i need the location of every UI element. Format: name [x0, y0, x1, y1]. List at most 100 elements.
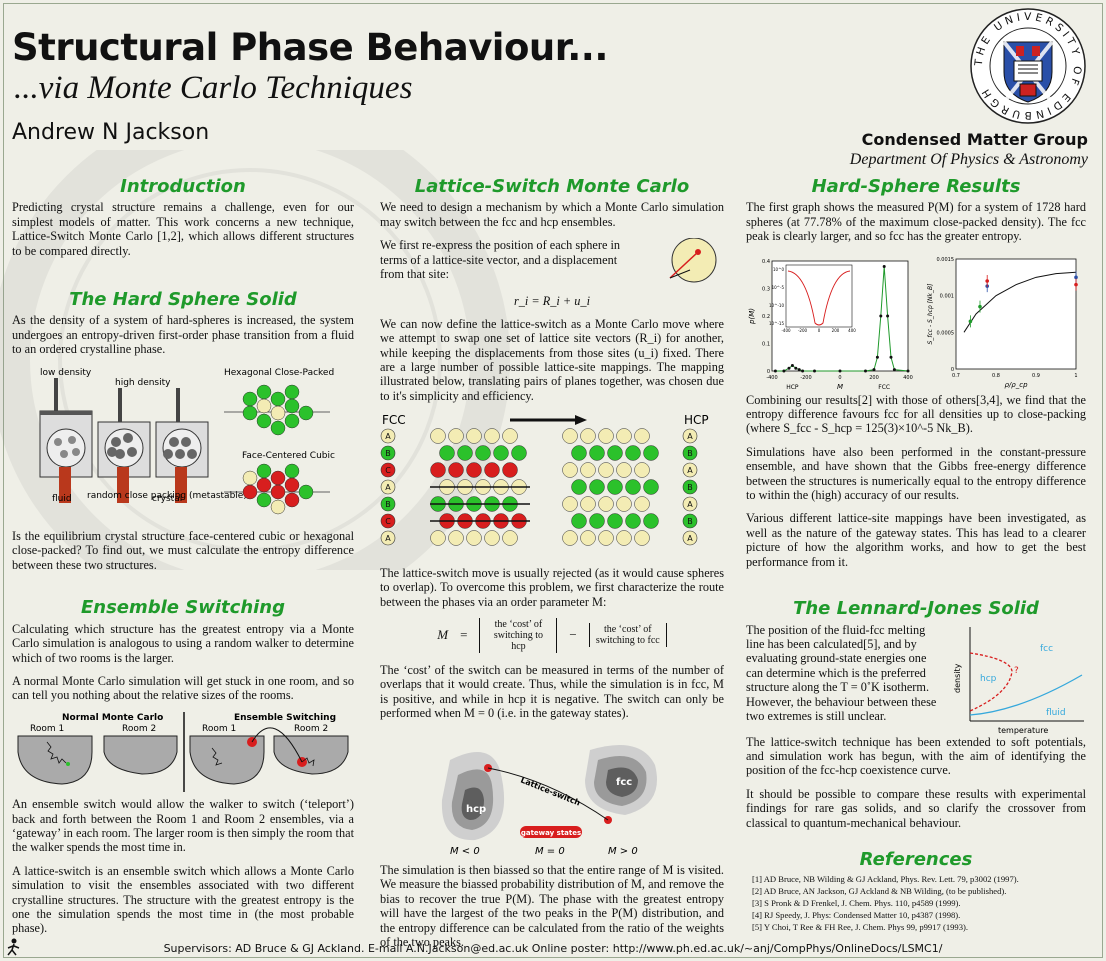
stack-letter: B: [687, 517, 693, 526]
group-block: Condensed Matter Group Department Of Phy…: [850, 130, 1088, 169]
lattice-sphere: [616, 496, 632, 513]
lsmc-text-1: We need to design a mechanism by which a…: [380, 200, 724, 229]
y-tick-label: 0: [767, 369, 770, 375]
reference-list: [1] AD Bruce, NB Wilding & GJ Ackland, P…: [746, 873, 1086, 933]
lsmc-text-6: The simulation is then biassed so that t…: [380, 862, 724, 949]
inset-y-tick: 10^-15: [769, 321, 784, 326]
intro-text: Predicting crystal structure remains a c…: [12, 200, 354, 258]
label-room2-a: Room 2: [122, 724, 156, 734]
equation-order-parameter: M = the ‘cost’ of switching to hcp − the…: [380, 617, 724, 653]
lattice-sphere: [448, 428, 464, 445]
label-density: density: [953, 663, 962, 693]
lsmc-heading: Lattice-Switch Monte Carlo: [414, 176, 690, 197]
y-tick-label: 0.001: [940, 293, 954, 299]
lattice-sphere: [589, 445, 605, 462]
lsmc-text-3: We can now define the lattice-switch as …: [380, 316, 724, 403]
university-crest-icon: THE UNIVERSITY OF EDINBURGH: [970, 8, 1086, 124]
label-m-positive: M > 0: [608, 846, 638, 857]
lattice-sphere: [589, 513, 605, 530]
label-fcc-basin: fcc: [616, 777, 632, 788]
stack-letter-sphere: [380, 496, 396, 512]
lattice-sphere: [502, 530, 518, 547]
lattice-sphere: [571, 479, 587, 496]
label-fcc: Face-Centered Cubic: [242, 451, 335, 461]
lattice-sphere: [607, 513, 623, 530]
lattice-sphere: [502, 462, 518, 479]
y-tick-label: 0.4: [762, 259, 770, 265]
pm-point: [889, 355, 893, 359]
lsmc-text-2: We first re-express the position of each…: [380, 238, 621, 282]
label-crystal: crystal: [152, 494, 182, 504]
lattice-sphere: [598, 530, 614, 547]
x-tick-label: 1: [1074, 373, 1077, 379]
x-tick-label: 400: [903, 375, 913, 381]
x-tick-label: 200: [869, 375, 879, 381]
department-name: Department Of Physics & Astronomy: [849, 151, 1088, 168]
x-tick-label: 0.9: [1032, 373, 1040, 379]
label-fluid: fluid: [52, 494, 72, 504]
stack-letter: B: [385, 500, 391, 509]
x-tick-label: -200: [800, 375, 811, 381]
label-hcp-basin: hcp: [466, 804, 486, 815]
pm-point: [801, 369, 805, 373]
inset-x-tick: 400: [848, 328, 856, 333]
stack-letter-sphere: [380, 513, 396, 529]
stack-letter-sphere: [682, 445, 698, 461]
lattice-sphere: [571, 513, 587, 530]
lattice-sphere: [634, 496, 650, 513]
results-heading: Hard-Sphere Results: [811, 176, 1021, 197]
y-tick-label: 0: [951, 367, 954, 373]
lsmc-text-4: The lattice-switch move is usually rejec…: [380, 565, 724, 609]
data-point: [978, 304, 982, 309]
pm-point: [813, 369, 816, 373]
lattice-sphere: [598, 428, 614, 445]
stack-letter: A: [687, 466, 693, 475]
eq-m: M: [437, 627, 449, 643]
inset-x-tick: 0: [818, 328, 821, 333]
pm-point: [882, 264, 886, 268]
lattice-sphere: [598, 462, 614, 479]
lattice-sphere: [484, 530, 500, 547]
lattice-sphere: [634, 530, 650, 547]
lattice-sphere: [580, 428, 596, 445]
y-tick-label: 0.0005: [937, 330, 955, 336]
label-high-density: high density: [115, 378, 171, 388]
lattice-sphere: [484, 428, 500, 445]
annotation-hcp: HCP: [786, 384, 799, 391]
data-point: [1074, 282, 1078, 287]
lattice-sphere: [562, 428, 578, 445]
ensemble-text-1: Calculating which structure has the grea…: [12, 621, 354, 665]
lattice-sphere: [634, 428, 650, 445]
fit-curve: [963, 271, 1077, 333]
stack-letter-sphere: [682, 530, 698, 546]
label-low-density: low density: [40, 368, 92, 378]
x-axis-label: ρ/ρ_cp: [1004, 381, 1028, 389]
pm-point: [872, 367, 876, 371]
label-rcp: random close packing (metastable): [87, 491, 247, 501]
stack-letter-sphere: [380, 462, 396, 478]
pm-point: [773, 369, 777, 373]
lattice-sphere: [448, 462, 464, 479]
data-point: [985, 278, 989, 283]
lattice-sphere: [562, 530, 578, 547]
reference-item: [1] AD Bruce, NB Wilding & GJ Ackland, P…: [752, 874, 1019, 885]
label-gateway-states: gateway states: [521, 829, 581, 837]
data-point: [968, 319, 973, 323]
label-fcc-stack: FCC: [382, 413, 406, 427]
walker-logo-icon: [7, 938, 20, 956]
poster-subtitle: ...via Monte Carlo Techniques: [14, 70, 413, 106]
lj-text-2: The lattice-switch technique has been ex…: [746, 734, 1086, 778]
stack-letter: A: [687, 432, 693, 441]
lattice-sphere: [466, 530, 482, 547]
lattice-sphere: [571, 445, 587, 462]
lattice-sphere: [634, 462, 650, 479]
stack-letter-sphere: [380, 428, 396, 444]
lattice-sphere: [607, 479, 623, 496]
lattice-vector-icon: [669, 238, 717, 283]
x-tick-label: 0: [838, 375, 841, 381]
poster-frame: [3, 3, 1103, 958]
lattice-sphere: [625, 479, 641, 496]
